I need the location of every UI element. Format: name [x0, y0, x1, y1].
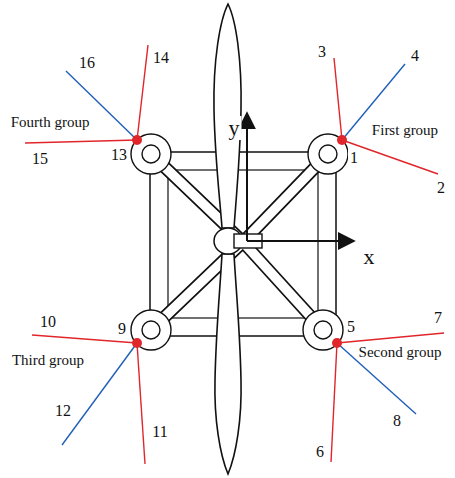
callout-number: 6: [314, 443, 326, 461]
callout-number: 7: [432, 309, 444, 327]
callout-number: 15: [30, 150, 50, 168]
axis-label: y: [227, 116, 242, 140]
callout-number: 13: [109, 146, 129, 164]
callout-number: 14: [151, 49, 171, 67]
group-label: Fourth group: [9, 114, 92, 131]
group-points: [132, 135, 347, 348]
callout-number: 12: [53, 402, 73, 420]
callout-number: 10: [38, 313, 58, 331]
callout-number: 5: [345, 318, 357, 336]
callout-number: 2: [435, 179, 447, 197]
callout-number: 11: [150, 423, 169, 441]
callout-number: 3: [316, 43, 328, 61]
callout-number: 9: [116, 320, 128, 338]
callout-number: 8: [391, 412, 403, 430]
callout-number: 4: [409, 47, 421, 65]
callout-number: 16: [77, 54, 97, 72]
group-label: Second group: [357, 344, 444, 361]
first-group-lines: [334, 58, 438, 174]
second-group-lines: [331, 333, 444, 462]
group-label: First group: [370, 122, 440, 139]
x-axis: [247, 240, 354, 242]
group-label: Third group: [10, 352, 86, 369]
callout-number: 1: [348, 149, 360, 167]
outer-frame: [150, 152, 336, 336]
y-axis: [246, 113, 248, 241]
axis-label: x: [362, 245, 377, 269]
